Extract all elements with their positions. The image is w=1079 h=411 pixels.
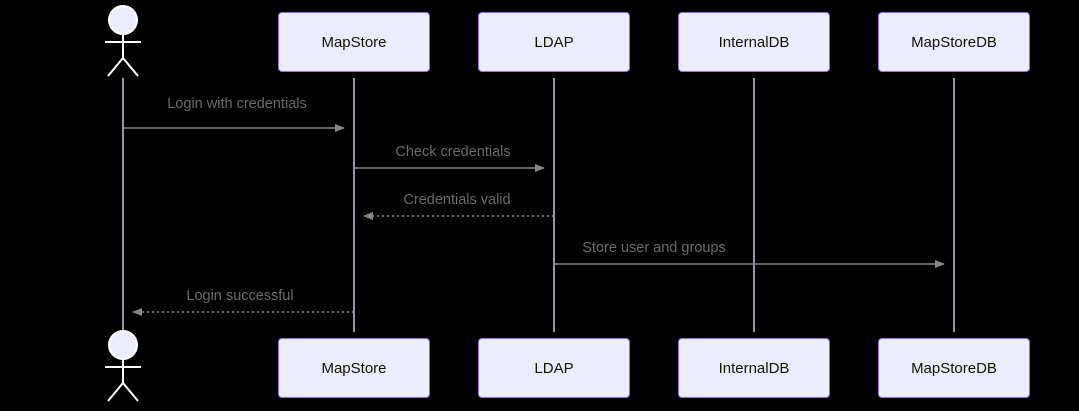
message-label-m4: Store user and groups: [582, 240, 726, 256]
message-label-m2: Check credentials: [395, 144, 511, 160]
participant-box-mapstoredb-bottom[interactable]: MapStoreDB: [878, 338, 1030, 398]
participant-box-ldap-bottom[interactable]: LDAP: [478, 338, 630, 398]
participant-label: InternalDB: [718, 359, 790, 377]
message-label-m3: Credentials valid: [403, 192, 511, 208]
participant-label: MapStoreDB: [911, 359, 997, 377]
participant-box-mapstore-top[interactable]: MapStore: [278, 12, 430, 72]
message-label-m5: Login successful: [186, 288, 294, 304]
participant-label: MapStore: [321, 359, 387, 377]
participant-box-mapstoredb-top[interactable]: MapStoreDB: [878, 12, 1030, 72]
actor-figure-bottom: [105, 330, 141, 402]
participant-box-mapstore-bottom[interactable]: MapStore: [278, 338, 430, 398]
participant-label: LDAP: [534, 359, 574, 377]
participant-box-internaldb-top[interactable]: InternalDB: [678, 12, 830, 72]
message-label-m1: Login with credentials: [167, 96, 307, 112]
participant-label: LDAP: [534, 33, 574, 51]
participant-label: InternalDB: [718, 33, 790, 51]
participant-label: MapStore: [321, 33, 387, 51]
participant-box-ldap-top[interactable]: LDAP: [478, 12, 630, 72]
participant-label: MapStoreDB: [911, 33, 997, 51]
lifelines: [122, 78, 955, 332]
actor-figure-top: [105, 5, 141, 77]
participant-box-internaldb-bottom[interactable]: InternalDB: [678, 338, 830, 398]
